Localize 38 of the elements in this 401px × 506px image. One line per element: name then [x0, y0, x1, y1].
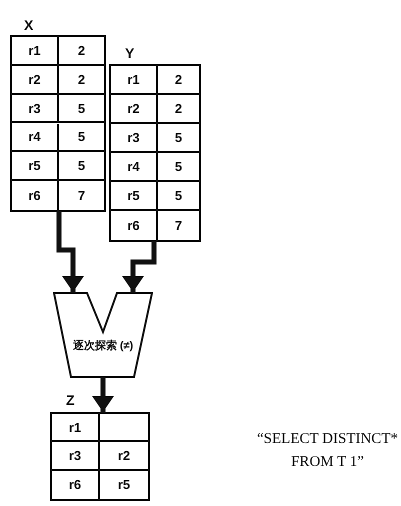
- table-cell: 2: [158, 95, 199, 124]
- table-cell: r3: [111, 124, 158, 153]
- table-cell: r2: [100, 442, 148, 471]
- process-label: 逐次探索 (≠): [72, 338, 134, 354]
- table-cell: r2: [111, 95, 158, 124]
- table-cell: 5: [59, 124, 104, 152]
- table-cell: 2: [59, 66, 104, 95]
- arrow: [56, 212, 84, 292]
- table-cell: r4: [111, 153, 158, 182]
- table-cell: 5: [158, 124, 199, 153]
- table-cell: r5: [111, 182, 158, 211]
- table-cell: 5: [59, 94, 104, 124]
- table-cell: r6: [52, 470, 100, 499]
- arrow: [122, 242, 156, 292]
- query-text: “SELECT DISTINCT* FROM T 1”: [256, 430, 399, 472]
- table-cell: r5: [12, 152, 59, 182]
- table-cell: 5: [158, 153, 199, 182]
- arrow: [92, 378, 114, 412]
- table-cell: r3: [12, 94, 59, 124]
- table-cell-text: r5: [116, 476, 132, 494]
- table-cell: 2: [158, 66, 199, 95]
- funnel-shape: [53, 292, 153, 378]
- table-heading: X: [24, 17, 34, 33]
- table-cell: 5: [59, 152, 104, 182]
- table-cell: r3: [52, 442, 100, 471]
- table-cell-text: 7: [76, 187, 86, 206]
- table-cell: r1: [52, 414, 100, 442]
- table-heading: Y: [125, 45, 134, 61]
- table-cell: r1: [111, 66, 158, 95]
- table-cell-text: 7: [174, 217, 184, 235]
- table-cell: r6: [111, 211, 158, 240]
- table-heading: Z: [66, 392, 75, 408]
- table-cell: r2: [12, 66, 59, 95]
- table-cell: r4: [12, 124, 59, 152]
- table-cell: r6: [12, 181, 59, 210]
- table-cell: 5: [158, 182, 199, 211]
- table-cell: r1: [12, 37, 59, 66]
- table-cell: 2: [59, 37, 104, 66]
